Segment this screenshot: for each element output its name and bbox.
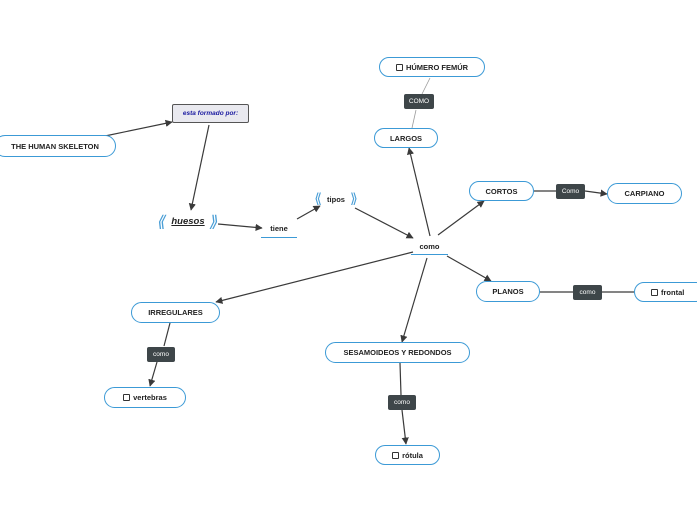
node-label: frontal <box>661 287 685 297</box>
tag-label: Como <box>561 188 580 195</box>
node-label: tipos <box>327 194 345 204</box>
edge-formado-huesos <box>188 124 210 211</box>
bracket-right-icon: ⟫ <box>209 211 219 231</box>
tag-como-irregulares-vertebras: como <box>147 347 175 362</box>
node-vertebras[interactable]: vertebras <box>104 387 186 408</box>
node-frontal[interactable]: frontal <box>634 282 697 302</box>
edge-tag-carpiano <box>584 189 608 197</box>
edge-como-irregulares <box>215 251 414 304</box>
node-label: vertebras <box>133 393 167 402</box>
node-label: THE HUMAN SKELETON <box>11 141 99 151</box>
edge-como-cortos <box>437 200 485 236</box>
node-tipos[interactable]: ⟪ tipos ⟫ <box>313 189 359 209</box>
node-cortos[interactable]: CORTOS <box>469 181 534 201</box>
edge-como-planos <box>446 255 492 282</box>
tag-como-sesamoideos-rotula: como <box>388 395 416 410</box>
tag-como-largos-humero: COMO <box>404 94 434 109</box>
node-humero-femur[interactable]: HÚMERO FEMÚR <box>379 57 485 77</box>
edge-como-sesamoideos <box>400 257 428 343</box>
tag-label: como <box>394 399 410 406</box>
edge-irregulares-tag <box>163 322 171 347</box>
node-esta-formado-por[interactable]: esta formado por: <box>172 104 249 123</box>
node-huesos[interactable]: ⟪ huesos ⟫ <box>155 209 221 233</box>
checkbox-icon[interactable] <box>651 288 658 296</box>
bracket-left-icon: ⟪ <box>157 211 167 231</box>
node-irregulares[interactable]: IRREGULARES <box>131 302 220 323</box>
tag-label: como <box>153 351 169 358</box>
node-rotula[interactable]: rótula <box>375 445 440 465</box>
node-label: PLANOS <box>492 287 524 296</box>
node-label: CARPIANO <box>624 189 665 198</box>
node-the-human-skeleton[interactable]: THE HUMAN SKELETON <box>0 135 116 157</box>
node-label: esta formado por: <box>182 110 239 117</box>
edge-sesamoideos-tag <box>399 362 402 396</box>
node-carpiano[interactable]: CARPIANO <box>607 183 682 204</box>
edge-huesos-tiene <box>217 223 263 231</box>
bracket-left-icon: ⟪ <box>314 191 323 207</box>
node-label: rótula <box>402 450 423 460</box>
tag-label: como <box>579 289 596 296</box>
edge-largos-tag <box>411 109 417 129</box>
checkbox-icon[interactable] <box>392 451 400 459</box>
node-sesamoideos-redondos[interactable]: SESAMOIDEOS Y REDONDOS <box>325 342 470 363</box>
edge-tag-rotula <box>401 409 409 445</box>
tag-label: COMO <box>408 98 430 105</box>
node-label: CORTOS <box>485 186 518 196</box>
edge-tipos-como <box>354 207 414 239</box>
node-label: huesos <box>171 215 205 227</box>
node-label: HÚMERO FEMÚR <box>405 62 469 72</box>
bracket-right-icon: ⟫ <box>349 191 358 207</box>
edge-tiene-tipos <box>296 205 321 220</box>
node-label: IRREGULARES <box>148 308 203 317</box>
node-label: LARGOS <box>389 133 423 143</box>
node-largos[interactable]: LARGOS <box>374 128 438 148</box>
node-label: SESAMOIDEOS Y REDONDOS <box>343 348 452 357</box>
edge-tag-humero <box>421 77 431 95</box>
checkbox-icon[interactable] <box>123 394 131 401</box>
checkbox-icon[interactable] <box>395 63 403 71</box>
node-label: tiene <box>270 224 288 233</box>
node-planos[interactable]: PLANOS <box>476 281 540 302</box>
edge-como-largos <box>407 147 431 237</box>
edge-skeleton-formado <box>104 119 173 137</box>
node-como-center[interactable]: como <box>411 238 448 255</box>
tag-como-cortos-carpiano: Como <box>556 184 585 199</box>
edge-tag-vertebras <box>148 361 158 387</box>
node-label: como <box>419 241 440 251</box>
node-tiene[interactable]: tiene <box>261 220 297 238</box>
tag-como-planos-frontal: como <box>573 285 602 300</box>
